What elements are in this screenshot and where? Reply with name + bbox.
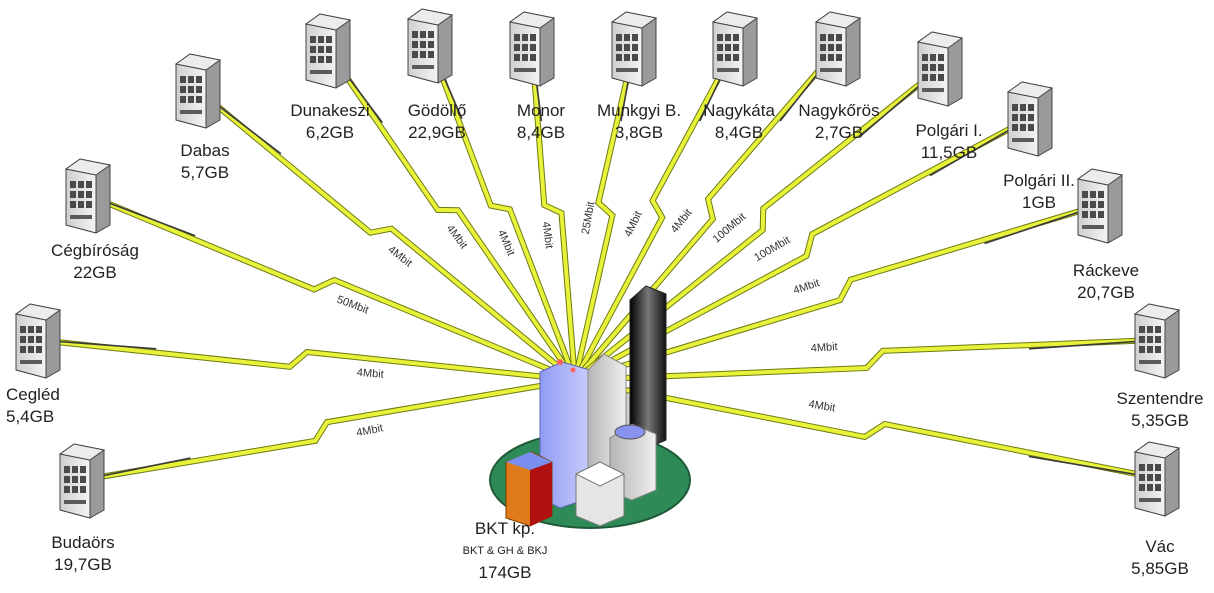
link-6: 4Mbit: [529, 47, 578, 381]
bandwidth-label: 100Mbit: [752, 234, 792, 264]
bandwidth-label: 4Mbit: [355, 422, 384, 439]
bandwidth-label: 4Mbit: [540, 221, 555, 249]
link-bolt: [530, 47, 577, 381]
link-bolt: [574, 338, 1158, 382]
link-bolt: [574, 116, 1031, 382]
link-bolt: [37, 338, 576, 382]
link-bolt: [87, 193, 576, 382]
link-14: 4Mbit: [574, 377, 1158, 481]
link-4: 4Mbit: [325, 48, 578, 382]
link-bolt: [81, 378, 576, 482]
bandwidth-label: 100Mbit: [711, 211, 749, 246]
site-label-polgari-1: Polgári I.11,5GB: [915, 121, 983, 162]
server-icon: [304, 13, 352, 89]
server-icon: [1133, 303, 1181, 379]
hub-name: BKT kp.: [474, 519, 536, 538]
server-icon: [1133, 441, 1181, 517]
link-bolt: [573, 66, 942, 382]
server-icon: [64, 158, 112, 234]
server-icon: [1006, 81, 1054, 157]
site-label-munkgyi: Munkgyi B.3,8GB: [596, 101, 682, 142]
links-layer: 4Mbit 4Mbit 50Mbit 4Mbit 4Mbit 4Mbit 4Mbit 25Mb…: [37, 43, 1158, 483]
bandwidth-label: 4Mbit: [444, 223, 470, 252]
server-icon: [1076, 168, 1124, 244]
link-bolt: [574, 203, 1101, 382]
server-icon: [406, 8, 454, 84]
site-label-polgari-2: Polgári II.1GB: [1003, 171, 1075, 212]
link-11: 100Mbit: [573, 115, 1032, 383]
server-icon: [610, 11, 658, 87]
server-icon: [814, 11, 862, 87]
bandwidth-label: 50Mbit: [335, 294, 370, 317]
link-bolt: [573, 47, 636, 381]
link-13: 4Mbit: [574, 337, 1158, 383]
server-icon: [174, 53, 222, 129]
server-icon: [14, 303, 62, 379]
link-bolt: [326, 48, 577, 382]
bandwidth-label: 25Mbit: [580, 201, 598, 236]
bandwidth-label: 4Mbit: [810, 341, 838, 355]
link-1: 4Mbit: [81, 377, 576, 483]
link-3: 4Mbit: [196, 87, 577, 383]
bandwidth-label: 4Mbit: [622, 209, 644, 238]
link-7: 25Mbit: [572, 47, 637, 381]
server-icon: [508, 11, 556, 87]
bandwidth-label: 4Mbit: [495, 228, 517, 257]
hub-size: 174GB: [478, 563, 532, 582]
link-bolt: [574, 378, 1158, 480]
hub-label: BKT kp. BKT & GH & BKJ 174GB: [430, 518, 580, 584]
server-icon: [58, 443, 106, 519]
bandwidth-label: 4Mbit: [356, 367, 384, 381]
bandwidth-label: 4Mbit: [808, 398, 837, 414]
bandwidth-label: 4Mbit: [669, 207, 695, 236]
link-bolt: [428, 44, 577, 381]
hub-campus-graphic: [489, 285, 691, 529]
link-bolt: [573, 47, 737, 381]
hub-subtitle: BKT & GH & BKJ: [462, 545, 548, 557]
link-bolt: [196, 88, 577, 382]
server-icon: [916, 31, 964, 107]
servers-layer: [14, 8, 1181, 519]
server-icon: [711, 11, 759, 87]
bandwidth-label: 4Mbit: [792, 277, 821, 297]
